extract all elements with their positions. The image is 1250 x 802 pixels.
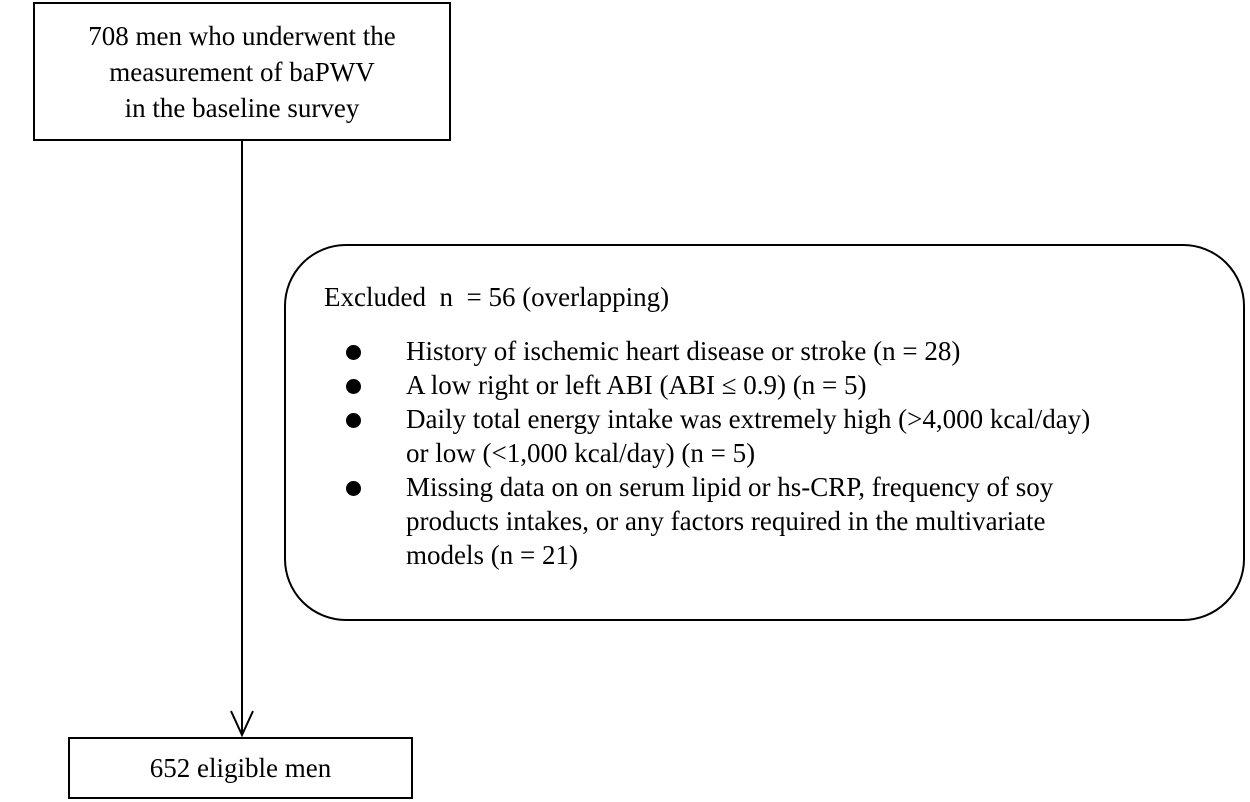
exclusion-item-line: models (n = 21)	[406, 540, 578, 570]
source-population-box: 708 men who underwent the measurement of…	[33, 2, 451, 141]
exclusion-item-line: History of ischemic heart disease or str…	[406, 336, 961, 366]
source-population-line: in the baseline survey	[124, 92, 360, 123]
source-population-line: 708 men who underwent the	[88, 20, 396, 51]
exclusion-title: Excluded n = 56 (overlapping)	[324, 282, 670, 312]
exclusion-item: Daily total energy intake was extremely …	[344, 402, 1224, 470]
exclusion-item-line: products intakes, or any factors require…	[406, 506, 1046, 536]
eligible-population-box: 652 eligible men	[68, 737, 413, 799]
exclusion-list: History of ischemic heart disease or str…	[344, 334, 1224, 572]
exclusion-item: History of ischemic heart disease or str…	[344, 334, 1224, 368]
exclusion-item-line: or low (<1,000 kcal/day) (n = 5)	[406, 438, 756, 468]
bullet-icon	[346, 345, 361, 360]
eligible-population-label: 652 eligible men	[149, 752, 332, 783]
exclusion-item: A low right or left ABI (ABI ≤ 0.9) (n =…	[344, 368, 1224, 402]
exclusion-box: Excluded n = 56 (overlapping) History of…	[284, 244, 1245, 621]
exclusion-item-line: Missing data on on serum lipid or hs-CRP…	[406, 472, 1054, 502]
bullet-icon	[346, 481, 361, 496]
exclusion-item: Missing data on on serum lipid or hs-CRP…	[344, 470, 1224, 572]
exclusion-item-line: Daily total energy intake was extremely …	[406, 404, 1091, 434]
bullet-icon	[346, 413, 361, 428]
source-population-text: 708 men who underwent the measurement of…	[88, 18, 395, 126]
bullet-icon	[346, 379, 361, 394]
exclusion-item-line: A low right or left ABI (ABI ≤ 0.9) (n =…	[406, 370, 867, 400]
source-population-line: measurement of baPWV	[109, 56, 375, 87]
flow-arrow-head	[230, 710, 254, 738]
